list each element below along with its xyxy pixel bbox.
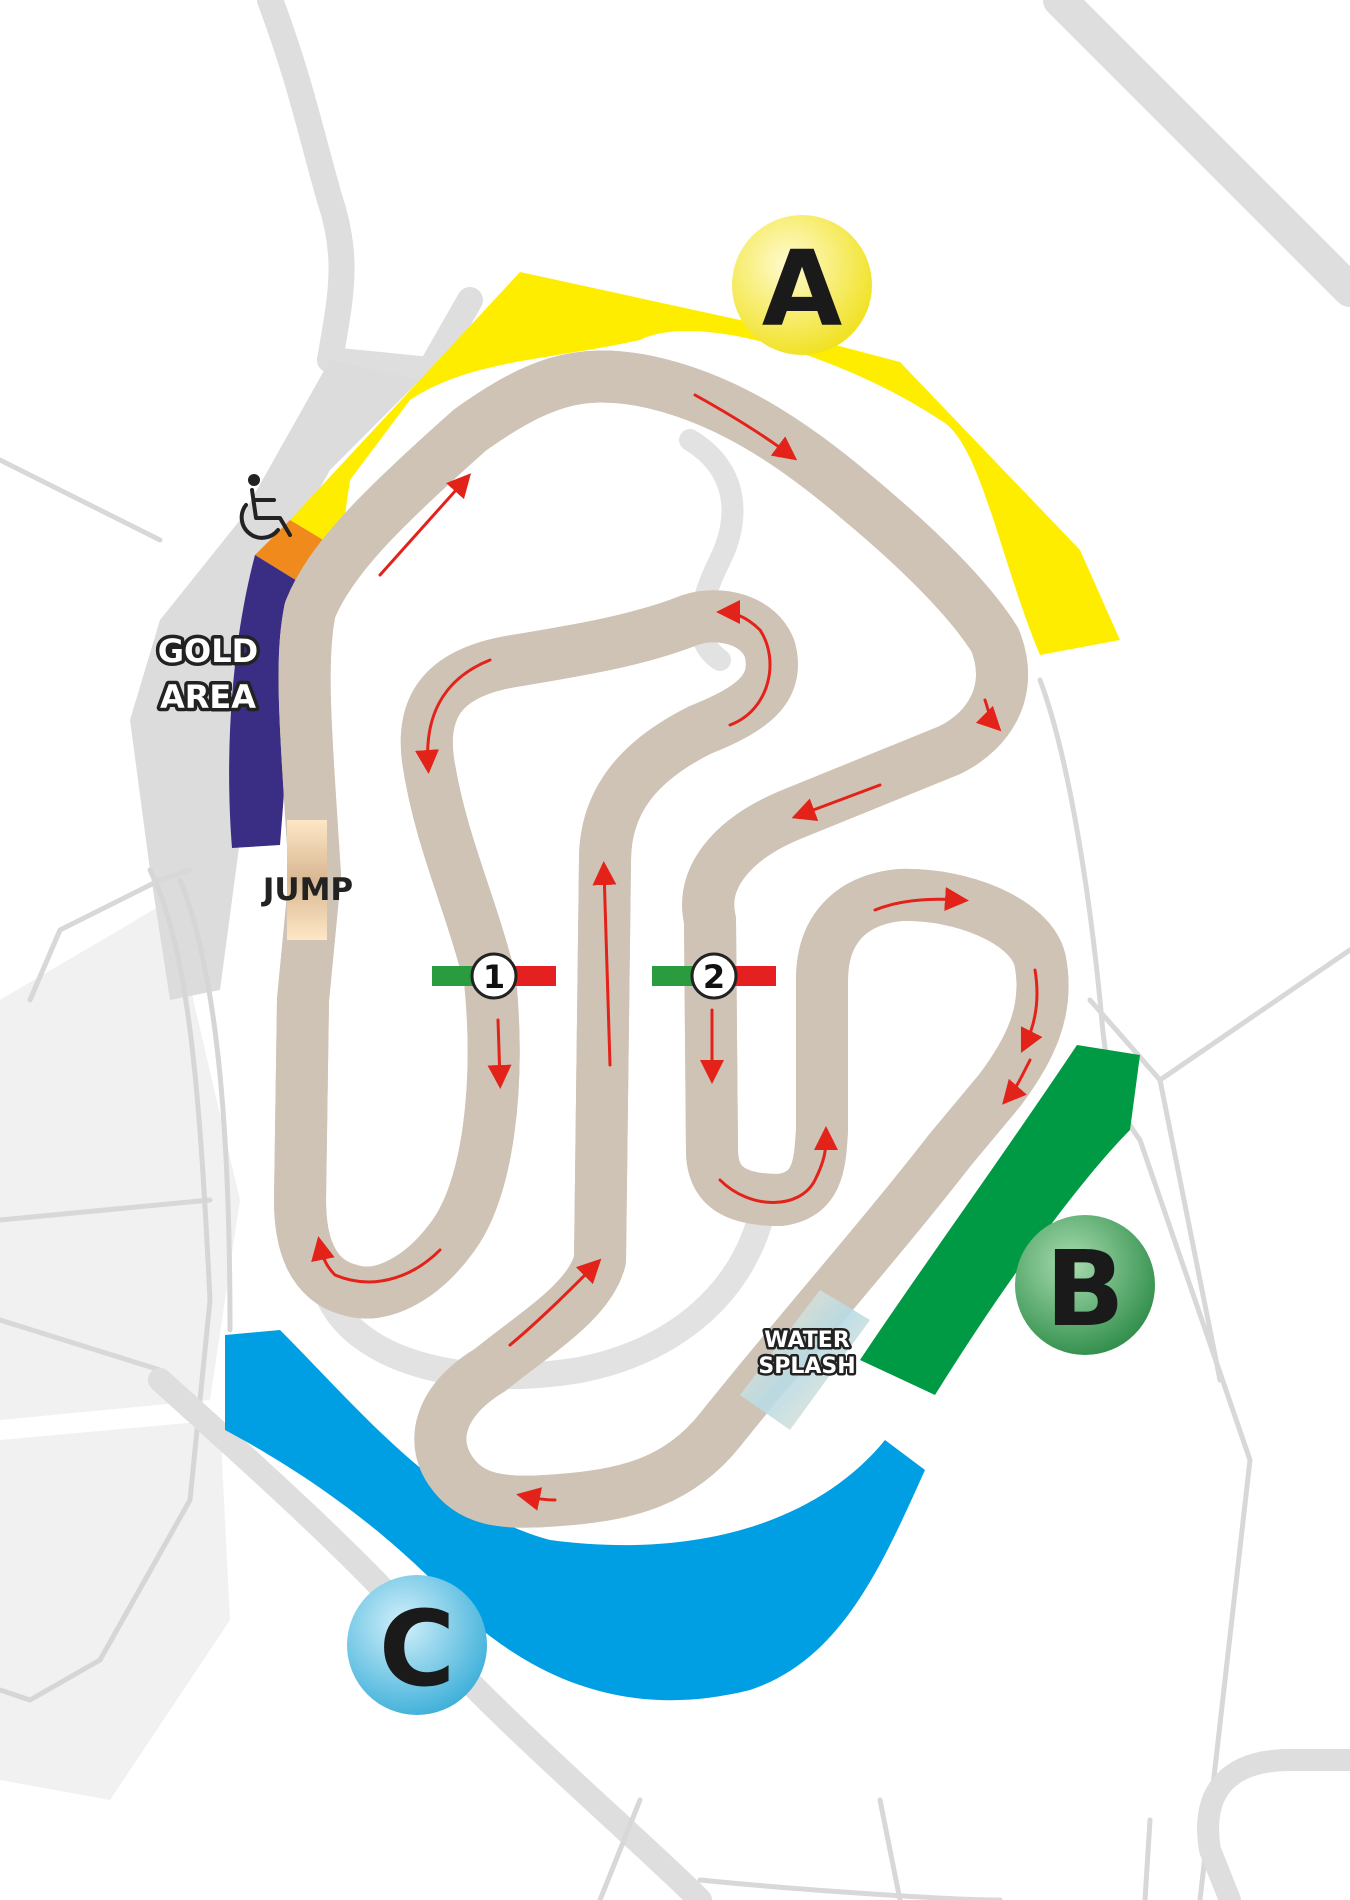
wheelchair-icon bbox=[239, 474, 292, 540]
gold-area-label-line2: AREA bbox=[160, 678, 256, 716]
gold-area-ground bbox=[130, 360, 420, 1000]
direction-arrow-icon bbox=[311, 1236, 442, 1284]
jump-label: JUMP bbox=[261, 872, 353, 908]
zone-b-area bbox=[860, 1045, 1140, 1395]
direction-arrow-icon bbox=[1020, 968, 1043, 1054]
timing-point-marker bbox=[470, 952, 518, 1000]
water-splash-label-line1: WATER bbox=[764, 1328, 850, 1353]
direction-arrow-icon bbox=[508, 1258, 602, 1347]
direction-arrow-icon bbox=[791, 783, 882, 821]
gold-area-label-line1: GOLD bbox=[158, 632, 258, 670]
timing-point-2: 2 bbox=[652, 952, 776, 1000]
zone-a-area bbox=[290, 272, 1120, 655]
zone-a-letter: A bbox=[762, 228, 843, 350]
water-splash-label-line2: SPLASH bbox=[758, 1354, 855, 1379]
direction-arrow-icon bbox=[516, 1487, 557, 1511]
timing-point-marker bbox=[690, 952, 738, 1000]
direction-arrow-icon bbox=[378, 473, 472, 577]
jump-section bbox=[287, 820, 327, 940]
direction-arrow-icon bbox=[693, 393, 798, 461]
direction-arrow-icon bbox=[1002, 1058, 1032, 1105]
direction-arrows bbox=[311, 393, 1043, 1511]
zone-c-letter: C bbox=[379, 1588, 455, 1710]
zone-b-badge: B bbox=[1015, 1215, 1155, 1355]
direction-arrow-icon bbox=[487, 1018, 512, 1089]
timing-point-number: 2 bbox=[703, 958, 725, 996]
timing-point-1: 1 bbox=[432, 952, 556, 1000]
direction-arrow-icon bbox=[718, 1126, 838, 1204]
timing-point-number: 1 bbox=[483, 958, 505, 996]
zone-b-letter: B bbox=[1045, 1228, 1124, 1350]
direction-arrow-icon bbox=[716, 600, 772, 727]
zone-a-badge: A bbox=[732, 215, 872, 355]
water-splash-section bbox=[740, 1290, 870, 1430]
direction-arrow-icon bbox=[873, 887, 969, 912]
access-road bbox=[257, 0, 483, 383]
zone-c-badge: C bbox=[347, 1575, 487, 1715]
zone-c-area bbox=[225, 1330, 925, 1701]
direction-arrow-icon bbox=[415, 658, 492, 774]
main-road-northeast bbox=[1043, 0, 1350, 307]
paddock-area-south bbox=[0, 1420, 230, 1800]
paddock-area bbox=[0, 900, 240, 1420]
direction-arrow-icon bbox=[592, 861, 617, 1067]
direction-arrow-icon bbox=[975, 698, 1002, 732]
service-road bbox=[317, 1207, 773, 1390]
